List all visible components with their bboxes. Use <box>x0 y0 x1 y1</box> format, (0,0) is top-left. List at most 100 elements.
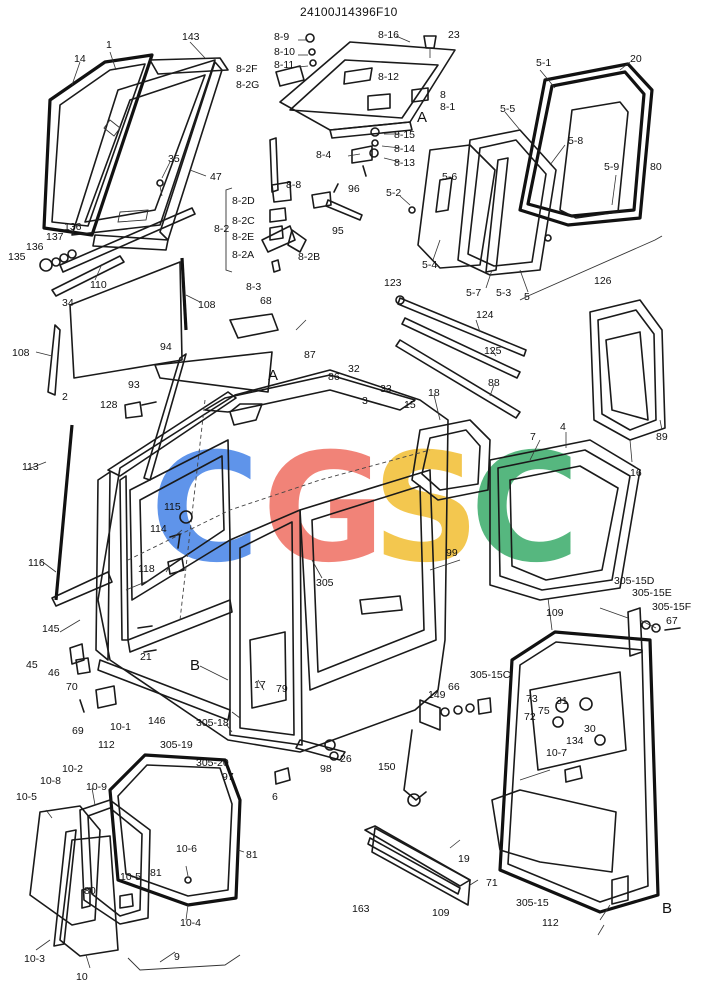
part-label: 20 <box>630 53 642 65</box>
part-label: 8-2E <box>232 231 254 243</box>
part-label: 45 <box>26 659 38 671</box>
part-label: 26 <box>340 753 352 765</box>
part-label: 146 <box>148 715 166 727</box>
cab-door <box>491 607 681 914</box>
part-label: 47 <box>210 171 222 183</box>
part-label: 5 <box>524 291 530 303</box>
part-label: 10-5 <box>16 791 37 803</box>
part-label: 15 <box>404 399 416 411</box>
part-label: 8-13 <box>394 157 415 169</box>
part-label: 108 <box>198 299 216 311</box>
part-label: 97 <box>222 771 234 783</box>
part-label: 10 <box>76 971 88 983</box>
part-label: 93 <box>128 379 140 391</box>
part-label: 5-6 <box>442 171 457 183</box>
part-label: 5-1 <box>536 57 551 69</box>
part-label: 112 <box>98 739 115 751</box>
section-marker-a-cab: A <box>268 367 278 384</box>
part-label: 16 <box>630 467 642 479</box>
part-label: 8-14 <box>394 143 415 155</box>
part-label: 79 <box>276 683 288 695</box>
section-marker-b-door: B <box>662 900 672 917</box>
part-label: 137 <box>46 231 64 243</box>
part-label: 5-5 <box>500 103 515 115</box>
part-label: 305-18 <box>196 717 229 729</box>
part-label: 34 <box>62 297 74 309</box>
part-label: 17 <box>254 679 266 691</box>
part-label: 143 <box>182 31 200 43</box>
part-label: 8-15 <box>394 129 415 141</box>
part-label: 10-7 <box>546 747 567 759</box>
part-label: 7 <box>530 431 536 443</box>
side-window-assembly <box>489 439 641 601</box>
part-label: 3 <box>362 395 368 407</box>
part-label: 21 <box>140 651 152 663</box>
part-label: 305-15E <box>632 587 672 599</box>
part-label: 70 <box>66 681 78 693</box>
part-label: 89 <box>656 431 668 443</box>
lower-plate-and-handle <box>274 697 492 906</box>
part-label: 67 <box>666 615 678 627</box>
part-label: 125 <box>484 345 502 357</box>
part-label: 73 <box>526 693 538 705</box>
part-label: 80 <box>84 885 96 897</box>
part-label: 72 <box>524 711 536 723</box>
part-label: 14 <box>74 53 86 65</box>
line-art <box>25 33 681 971</box>
part-label: 86 <box>328 371 340 383</box>
part-label: 114 <box>150 523 167 535</box>
part-label: 23 <box>448 29 460 41</box>
text-layer: 24100J14396F10 A A B B 1 14 143 35 47 13… <box>8 5 691 983</box>
part-label: 8-9 <box>274 31 289 43</box>
left-small-parts <box>69 401 193 713</box>
part-label: 136 <box>64 221 82 233</box>
part-label: 5-7 <box>466 287 481 299</box>
watermark-letter-2: G <box>262 422 385 596</box>
part-label: 6 <box>272 791 278 803</box>
part-label: 112 <box>542 917 559 929</box>
part-label: 305-15D <box>614 575 655 587</box>
part-label: 46 <box>48 667 60 679</box>
part-number-labels: 1 14 143 35 47 136 137 136 135 110 34 10… <box>8 29 691 983</box>
part-label: 81 <box>150 867 162 879</box>
drawing-number: 24100J14396F10 <box>300 5 398 19</box>
lower-door-window-assembly <box>29 753 242 971</box>
part-label: 4 <box>560 421 566 433</box>
part-label: 126 <box>594 275 612 287</box>
part-label: 145 <box>42 623 60 635</box>
part-label: 69 <box>72 725 84 737</box>
part-label: 95 <box>332 225 344 237</box>
part-label: 71 <box>486 877 498 889</box>
part-label: 87 <box>304 349 316 361</box>
part-label: 5-2 <box>386 187 401 199</box>
part-label: 31 <box>556 695 568 707</box>
part-label: 8-1 <box>440 101 455 113</box>
roof-hatch-assembly <box>225 33 456 273</box>
part-label: 68 <box>260 295 272 307</box>
part-label: 8-2 <box>214 223 229 235</box>
part-label: 30 <box>584 723 596 735</box>
section-marker-a-top: A <box>417 109 427 126</box>
part-label: 10-8 <box>40 775 61 787</box>
part-label: 115 <box>164 501 181 513</box>
part-label: 118 <box>138 563 155 575</box>
part-label: 8-11 <box>274 59 294 71</box>
part-label: 5-9 <box>604 161 619 173</box>
part-label: 66 <box>448 681 460 693</box>
part-label: 8-4 <box>316 149 331 161</box>
part-label: 75 <box>538 705 550 717</box>
part-label: 163 <box>352 903 370 915</box>
part-label: 135 <box>8 251 26 263</box>
skylight-window-assembly <box>39 53 229 396</box>
part-label: 116 <box>28 557 45 569</box>
part-label: 108 <box>12 347 30 359</box>
part-label: 1 <box>106 39 112 51</box>
part-label: 99 <box>446 547 458 559</box>
part-label: 8-16 <box>378 29 399 41</box>
part-label: 81 <box>246 849 258 861</box>
part-label: 10-2 <box>62 763 83 775</box>
part-label: 10-6 <box>176 843 197 855</box>
part-label: 35 <box>168 153 180 165</box>
part-label: 8-2B <box>298 251 320 263</box>
